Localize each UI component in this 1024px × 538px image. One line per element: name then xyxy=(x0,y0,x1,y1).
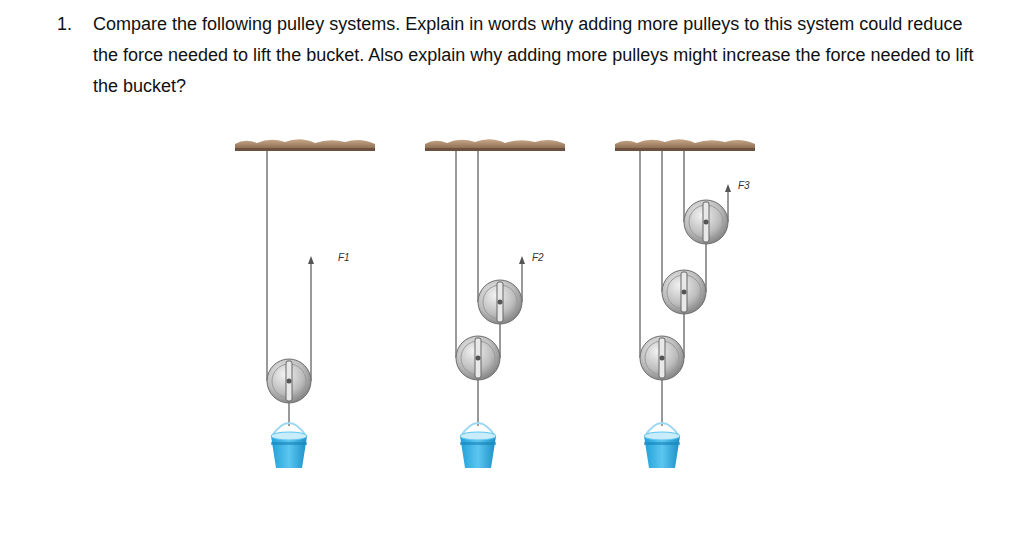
question-text: Compare the following pulley systems. Ex… xyxy=(93,9,978,102)
force-label: F2 xyxy=(532,252,544,264)
question-number: 1. xyxy=(57,9,72,40)
force-label: F1 xyxy=(338,252,350,264)
force-label: F3 xyxy=(738,180,750,192)
